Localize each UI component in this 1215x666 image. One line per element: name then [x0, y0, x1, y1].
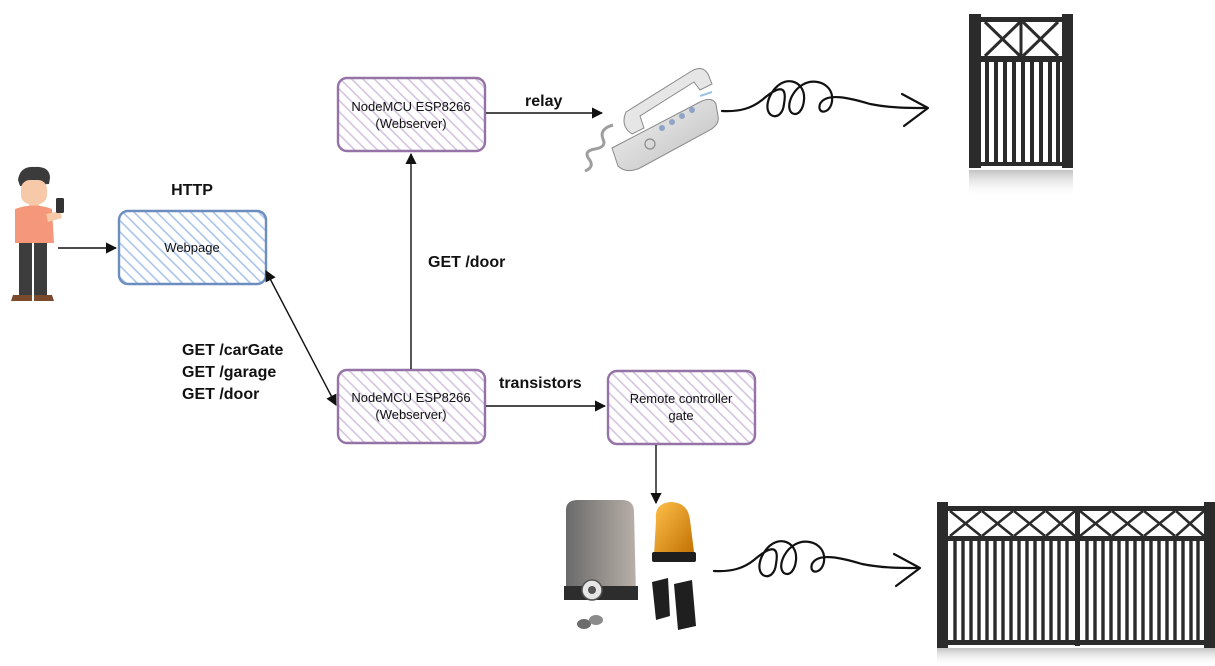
edge-webpage-nodemcu-bottom [265, 270, 337, 406]
get-garage-label: GET /garage [182, 364, 276, 381]
telephone-icon [584, 68, 719, 173]
webpage-node: Webpage [117, 209, 268, 286]
car-gate-icon [937, 502, 1215, 666]
person-with-phone-icon [11, 166, 64, 301]
nodemcu-top-line2: (Webserver) [375, 116, 446, 131]
nodemcu-bottom-node: NodeMCU ESP8266 (Webserver) [336, 368, 487, 445]
remote-controller-node: Remote controller gate [606, 369, 757, 446]
relay-label: relay [525, 93, 562, 110]
get-door-vertical-label: GET /door [428, 254, 505, 271]
remote-line2: gate [668, 408, 693, 423]
get-carGate-label: GET /carGate [182, 342, 283, 359]
http-label: HTTP [171, 182, 213, 199]
door-gate-icon [969, 14, 1073, 198]
transistors-label: transistors [499, 375, 582, 392]
remote-line1: Remote controller [630, 391, 733, 406]
nodemcu-bottom-line2: (Webserver) [375, 407, 446, 422]
gate-motor-icon [564, 500, 638, 601]
get-door-label: GET /door [182, 386, 259, 403]
warning-beacon-icon [652, 502, 696, 562]
squiggle-arrow-icon [720, 80, 930, 128]
photocell-sensors-icon [652, 578, 696, 630]
remote-keys-icon [577, 615, 603, 629]
nodemcu-top-line1: NodeMCU ESP8266 [351, 99, 470, 114]
webpage-label: Webpage [164, 240, 219, 255]
nodemcu-bottom-line1: NodeMCU ESP8266 [351, 390, 470, 405]
squiggle-arrow-icon [712, 540, 922, 588]
nodemcu-top-node: NodeMCU ESP8266 (Webserver) [336, 76, 487, 153]
